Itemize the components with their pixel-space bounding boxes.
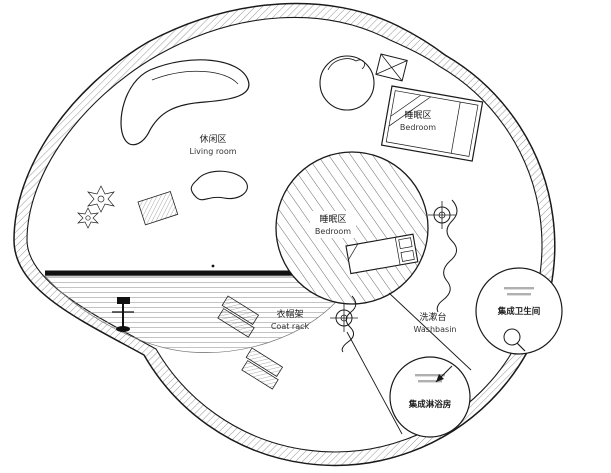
coat-rack-label-zh: 衣帽架 [276, 308, 303, 320]
washbasin-label-zh: 洗漱台 [419, 311, 446, 323]
sofa-seat-line [151, 70, 239, 85]
center-room-outline [275, 151, 429, 305]
column-symbol-2 [330, 304, 358, 332]
bathroom-pod-label: 集成卫生间 [497, 306, 541, 317]
rug [137, 190, 179, 226]
deck-area [44, 275, 339, 353]
bathroom-pod [475, 267, 563, 355]
coffee-table [190, 170, 248, 201]
arrow-icon [435, 365, 453, 383]
living-room-label-zh: 休闲区 [199, 133, 226, 145]
spec-text-line [504, 287, 534, 290]
column-symbol-1 [428, 201, 456, 229]
coat-rack-shelves-1 [217, 295, 260, 338]
curtain-right [436, 199, 458, 313]
small-dot [211, 264, 215, 268]
curved-sofa [120, 59, 250, 146]
coat-rack-label-en: Coat rack [271, 322, 310, 331]
bed-top [380, 85, 484, 162]
deck-marker-icon [112, 297, 134, 332]
coat-rack-shelves-2 [241, 347, 284, 390]
spec-text-line [415, 374, 445, 377]
bedroom-top-label-zh: 睡眠区 [404, 109, 431, 121]
round-table [319, 55, 375, 111]
x-stool [375, 53, 408, 82]
bedroom-top-label-en: Bedroom [400, 123, 436, 132]
curtain-bottom [341, 295, 357, 353]
plant-icon [77, 185, 115, 229]
washbasin-icon [503, 328, 526, 352]
living-room-label-en: Living room [189, 147, 236, 156]
bedroom-center-label-en: Bedroom [315, 227, 351, 236]
shower-pod [389, 356, 471, 438]
washbasin-label-en: Washbasin [414, 325, 457, 334]
partition-line-1 [388, 292, 472, 371]
spec-text-line [418, 380, 442, 383]
center-label-bg [310, 211, 356, 238]
table-decor [327, 58, 365, 71]
bed-center [345, 233, 419, 275]
bedroom-center-label-zh: 睡眠区 [319, 213, 346, 225]
shower-pod-label: 集成淋浴房 [408, 399, 452, 410]
spec-text-line [507, 293, 531, 296]
partition-line-2 [346, 331, 403, 435]
